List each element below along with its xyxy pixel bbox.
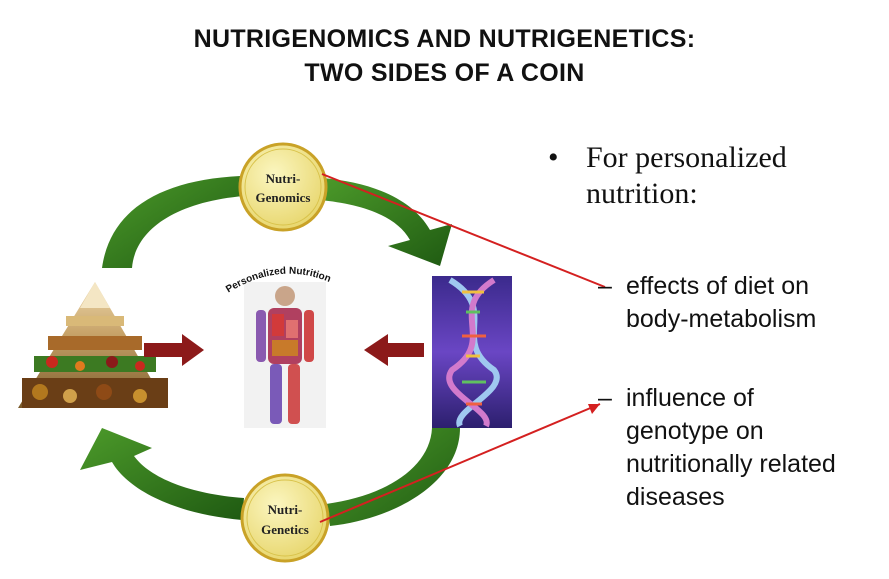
connector-genetics-to-influence [319,403,601,523]
sub-item-line: genotype on [626,417,764,445]
green-arrow-bottom-left [80,428,244,520]
sub-item-line: body-metabolism [626,305,817,333]
arrow-dna-to-body [364,334,424,366]
connector-arrowhead [588,404,600,414]
green-arc-top-left [102,176,244,268]
green-arrow-top-right [320,178,452,266]
nutri-genomics-coin: Nutri- Genomics [238,142,328,232]
nutri-genomics-line-1: Nutri- [266,171,301,186]
dna-helix-image [432,276,512,428]
title-line-1: NUTRIGENOMICS AND NUTRIGENETICS: [193,25,696,53]
sub-item-dash: – [598,272,612,300]
nutri-genetics-line-2: Genetics [261,522,309,537]
title-line-2: TWO SIDES OF A COIN [304,59,585,87]
nutri-genetics-line-1: Nutri- [268,502,303,517]
sub-item-dash: – [598,384,612,412]
food-pyramid-image [18,282,168,408]
arrow-food-to-body [144,334,204,366]
page-title: NUTRIGENOMICS AND NUTRIGENETICS: TWO SID… [0,22,889,90]
sub-item-line: nutritionally related [626,450,836,478]
bullet-line-1: For personalized [586,141,787,174]
nutri-genetics-coin: Nutri- Genetics [240,473,330,563]
green-arc-bottom-right [326,428,460,526]
sub-item-line: diseases [626,483,725,511]
sub-item-line: influence of [626,384,754,412]
nutri-genomics-line-2: Genomics [256,190,311,205]
sub-item-line: effects of diet on [626,272,809,300]
bullet-dot: • [548,141,559,174]
bullet-line-2: nutrition: [586,177,698,210]
connector-genomics-to-effects [321,173,606,288]
human-body-image [244,282,326,428]
